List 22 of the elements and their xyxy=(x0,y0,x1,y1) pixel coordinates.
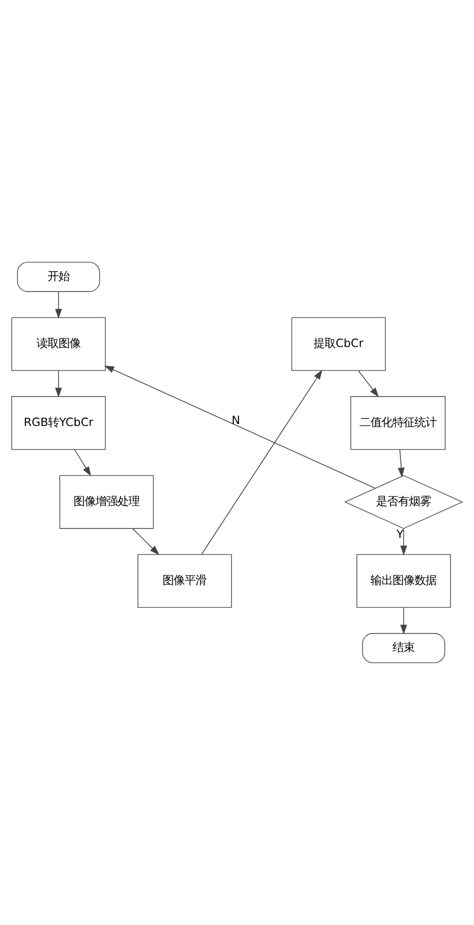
node-box: RGB转YCbCr xyxy=(11,396,106,450)
arrow xyxy=(55,291,62,319)
arrow xyxy=(358,370,379,398)
node-box: 读取图像 xyxy=(11,317,106,371)
node-box: 开始 xyxy=(17,262,100,292)
node-box: 图像增强处理 xyxy=(59,475,154,529)
node-box: 提取CbCr xyxy=(291,317,386,371)
arrow xyxy=(400,528,408,556)
node-diamond: 是否有烟雾 xyxy=(344,475,464,529)
node-box: 图像平滑 xyxy=(137,554,232,608)
arrow xyxy=(55,370,62,398)
arrow xyxy=(201,370,322,555)
arrow xyxy=(74,449,92,476)
node-box: 二值化特征统计 xyxy=(350,396,446,450)
node-box: 输出图像数据 xyxy=(356,554,451,608)
arrow xyxy=(398,449,405,478)
edge-label: N xyxy=(232,413,240,428)
node-box: 结束 xyxy=(362,633,446,664)
edge-label: Y xyxy=(396,527,404,542)
arrow xyxy=(132,528,160,556)
arrow xyxy=(400,607,408,634)
arrow xyxy=(104,366,376,489)
